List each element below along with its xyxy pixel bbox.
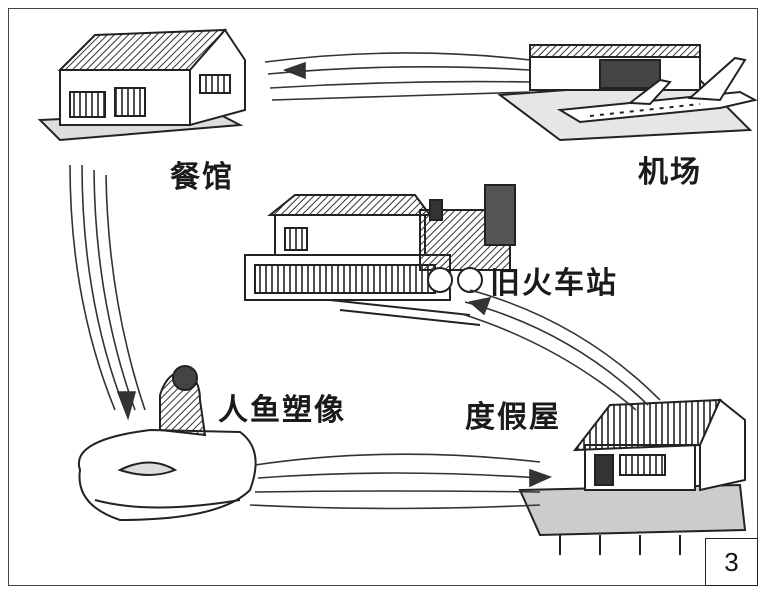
arrow-holiday-house-to-station bbox=[461, 289, 661, 411]
holiday-house-building bbox=[518, 398, 747, 555]
old-station-label: 旧火车站 bbox=[490, 266, 618, 301]
arrow-restaurant-to-mermaid bbox=[69, 164, 146, 421]
restaurant-label: 餐馆 bbox=[170, 160, 234, 195]
airport-label: 机场 bbox=[638, 155, 702, 190]
restaurant-building bbox=[37, 28, 246, 142]
arrow-airport-to-restaurant bbox=[264, 52, 531, 101]
old-station-building bbox=[244, 184, 516, 326]
holiday-house-label: 度假屋 bbox=[465, 400, 561, 435]
mermaid-statue-figure bbox=[77, 365, 257, 522]
arrow-mermaid-to-holiday-house bbox=[249, 453, 553, 510]
figure-number-badge: 3 bbox=[705, 538, 758, 586]
diagram-frame bbox=[8, 8, 758, 586]
airport-building bbox=[497, 44, 758, 142]
mermaid-statue-label: 人鱼塑像 bbox=[218, 393, 346, 428]
